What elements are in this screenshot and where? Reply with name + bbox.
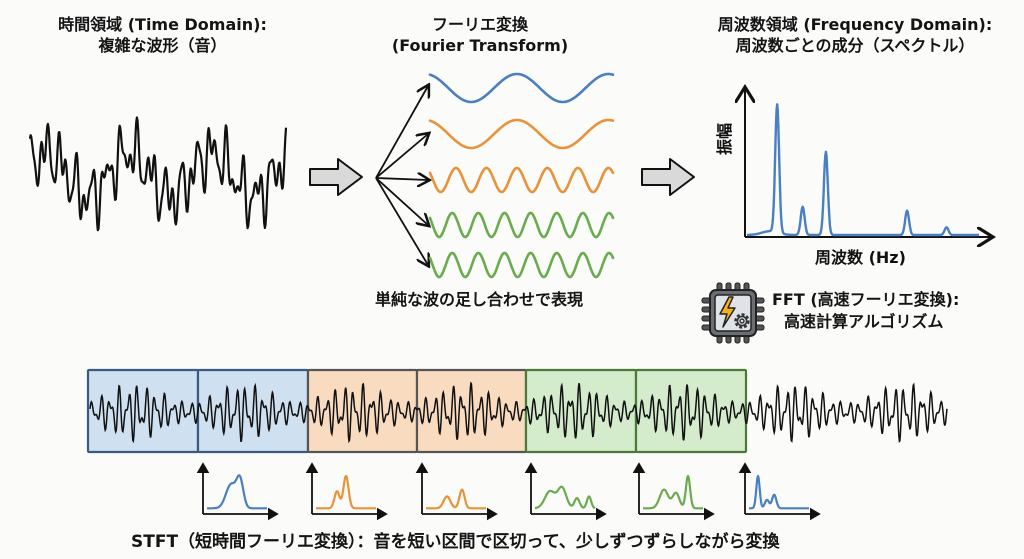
mini-spectrum-chart — [632, 462, 715, 521]
mini-spectrum-chart — [196, 462, 279, 521]
block-arrow-icon — [641, 158, 695, 196]
fourier-title-line1: フーリエ変換 — [431, 15, 528, 34]
fft-label: FFT (高速フーリエ変換): 高速計算アルゴリズム — [772, 289, 959, 333]
sine-wave — [428, 166, 615, 194]
fourier-title-line2: (Fourier Transform) — [391, 36, 569, 55]
stft-mini-spectra — [196, 462, 821, 521]
complex-waveform — [28, 116, 288, 232]
sine-wave — [428, 211, 615, 239]
frequency-domain-title: 周波数領域 (Frequency Domain): 周波数ごとの成分（スペクトル… — [690, 14, 1020, 56]
time-domain-title-line1: 時間領域 (Time Domain): — [58, 15, 267, 34]
stft-windowed-signal — [86, 368, 948, 454]
cpu-chip-icon — [701, 282, 765, 344]
time-domain-title-line2: 複雑な波形（音） — [98, 36, 227, 55]
stft-window — [86, 368, 200, 454]
decomposition-arrows — [375, 80, 442, 280]
x-axis-label: 周波数 (Hz) — [815, 248, 906, 267]
fourier-title: フーリエ変換 (Fourier Transform) — [380, 14, 580, 56]
y-axis-label: 振幅 — [715, 122, 734, 155]
mini-spectrum-chart — [415, 462, 498, 521]
block-arrow-icon — [309, 158, 363, 196]
frequency-spectrum-chart — [735, 85, 1005, 255]
sine-wave — [428, 118, 615, 150]
fft-label-line2: 高速計算アルゴリズム — [784, 312, 944, 331]
gear-icon — [734, 313, 750, 329]
time-domain-title: 時間領域 (Time Domain): 複雑な波形（音） — [20, 14, 305, 56]
component-sine-waves — [428, 72, 615, 279]
frequency-domain-title-line2: 周波数ごとの成分（スペクトル） — [735, 36, 975, 55]
mini-spectrum-chart — [738, 462, 821, 521]
lightning-icon — [719, 296, 736, 328]
sine-wave — [428, 251, 615, 279]
stft-caption: STFT（短時間フーリエ変換）：音を短い区間で区切って、少しずつずらしながら変換 — [131, 532, 780, 552]
fft-label-line1: FFT (高速フーリエ変換): — [772, 290, 960, 309]
stft-window — [634, 368, 748, 454]
fourier-caption: 単純な波の足し合わせで表現 — [375, 290, 584, 309]
mini-spectrum-chart — [524, 462, 607, 521]
frequency-domain-title-line1: 周波数領域 (Frequency Domain): — [717, 15, 993, 34]
mini-spectrum-chart — [305, 462, 388, 521]
sine-wave — [428, 72, 615, 104]
